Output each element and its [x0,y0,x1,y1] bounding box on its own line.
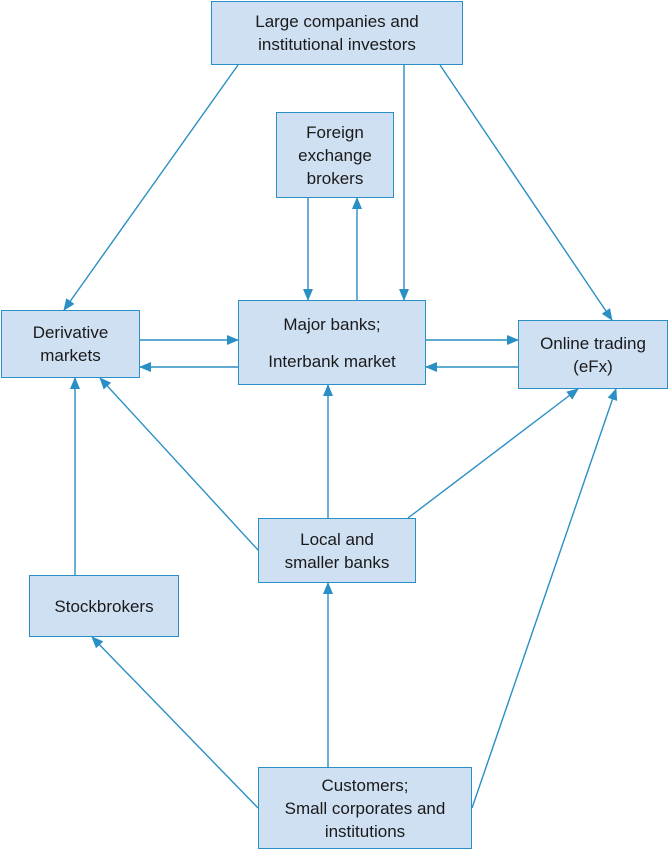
customers-line2: Small corporates and [284,798,446,818]
derivative-markets-box: Derivative markets [1,310,140,378]
derivative-markets-line1: Derivative [32,323,109,342]
major-banks-line2: Interbank market [268,351,396,371]
customers-line3: institutions [324,821,406,841]
local-banks-line2: smaller banks [284,552,390,572]
fx-brokers-box: Foreign exchange brokers [276,112,394,198]
large-companies-box: Large companies and institutional invest… [211,1,463,65]
derivative-markets-line2: markets [40,346,101,365]
customers-line1: Customers; [321,775,409,795]
online-trading-line2: (eFx) [573,356,613,376]
local-banks-line1: Local and [300,529,374,549]
major-banks-line1: Major banks; [283,314,381,334]
online-trading-line1: Online trading [540,333,646,353]
customers-box: Customers; Small corporates and institut… [258,767,472,849]
fx-brokers-line3: brokers [306,168,364,188]
large-companies-line1: Large companies and [255,12,419,31]
fx-brokers-line2: exchange [298,145,372,165]
arrow-large-companies-to-derivative-markets [63,64,239,311]
large-companies-line2: institutional investors [258,35,416,54]
local-banks-box: Local and smaller banks [258,518,416,583]
stockbrokers-box: Stockbrokers [29,575,179,637]
arrow-local-banks-to-online-trading [407,388,579,519]
arrow-large-companies-to-online-trading [439,64,613,321]
fx-brokers-line1: Foreign [306,122,364,142]
arrow-customers-to-online-trading [471,388,618,809]
arrow-local-banks-to-derivative-markets [99,377,259,551]
online-trading-box: Online trading (eFx) [518,320,668,389]
stockbrokers-line1: Stockbrokers [54,596,154,616]
major-banks-box: Major banks; Interbank market [238,300,426,385]
arrow-customers-to-stockbrokers [91,636,259,809]
